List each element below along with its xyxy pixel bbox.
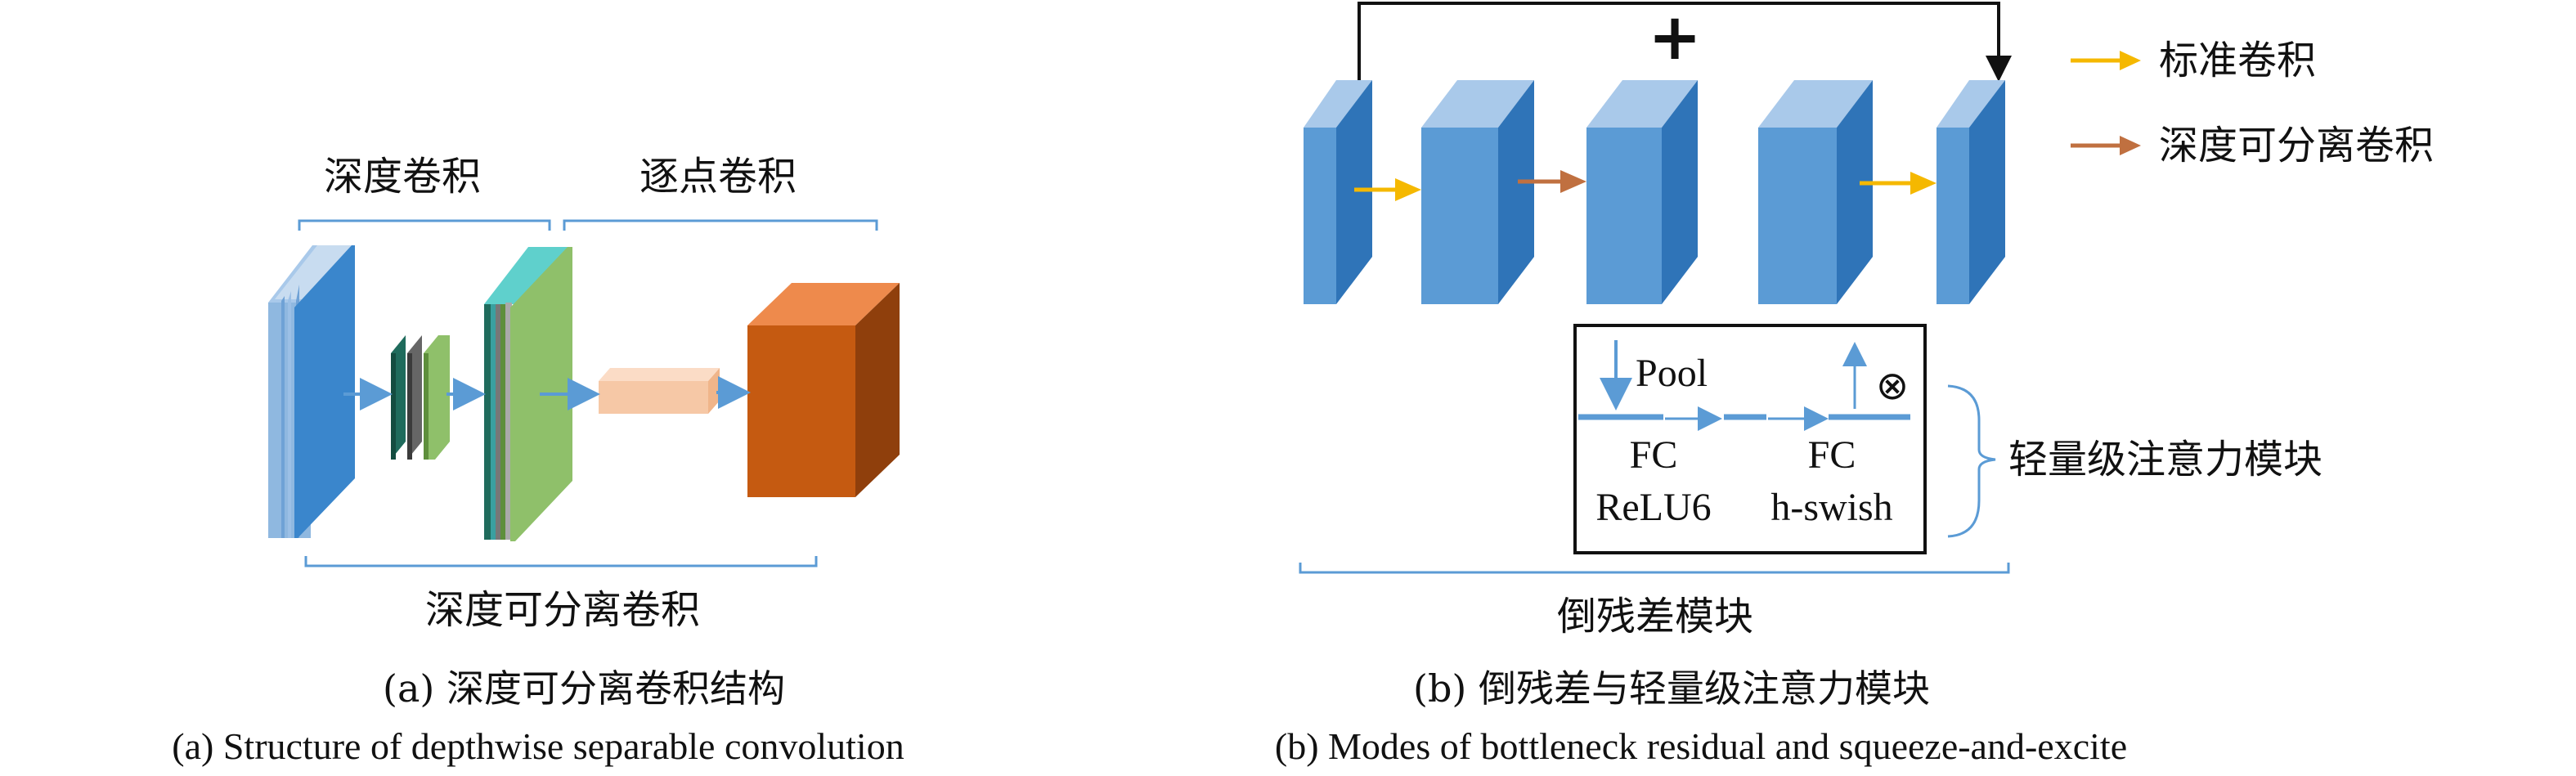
pointwise-bracket — [563, 219, 878, 231]
se-act2-label: h-swish — [1770, 486, 1892, 529]
pointwise-label: 逐点卷积 — [640, 154, 797, 200]
layer-block-1 — [1304, 80, 1372, 304]
depthwise-label: 深度卷积 — [324, 154, 481, 200]
legend: 标准卷积 深度可分离卷积 — [2071, 38, 2434, 168]
legend-label-separable-conv: 深度可分离卷积 — [2159, 123, 2434, 168]
legend-item-standard-conv: 标准卷积 — [2071, 38, 2316, 83]
se-fc2-label: FC — [1808, 433, 1856, 477]
se-pool-label: Pool — [1636, 352, 1708, 395]
caption-b-en: (b) Modes of bottleneck residual and squ… — [1275, 725, 2127, 767]
bottleneck-bracket — [1299, 563, 2010, 574]
skip-connection — [1358, 2, 2012, 82]
layer-block-2 — [1421, 80, 1534, 304]
depthwise-bracket — [298, 219, 551, 231]
output-cube — [747, 283, 900, 497]
pointwise-kernel — [599, 368, 720, 414]
se-fc1-label: FC — [1630, 433, 1678, 477]
depthwise-kernels — [391, 335, 450, 460]
separable-label: 深度可分离卷积 — [425, 587, 700, 633]
caption-a-cn: (a) 深度可分离卷积结构 — [383, 666, 785, 711]
se-act1-label: ReLU6 — [1595, 486, 1711, 529]
arrow-separable-conv — [1518, 170, 1586, 193]
se-multiply-symbol: ⊗ — [1876, 363, 1909, 409]
layer-block-3 — [1586, 80, 1698, 304]
panel-b: + — [1275, 1, 2434, 767]
layer-block-5 — [1936, 80, 2005, 304]
se-module-box: Pool ⊗ FC FC ReLU6 h-swish — [1573, 324, 1927, 554]
legend-item-separable-conv: 深度可分离卷积 — [2071, 123, 2434, 168]
input-feature-stack — [268, 245, 355, 538]
layer-block-4 — [1758, 80, 1873, 304]
se-module-label: 轻量级注意力模块 — [2008, 437, 2322, 482]
panel-a: 深度卷积 逐点卷积 — [172, 154, 904, 767]
plus-symbol: + — [1648, 1, 1701, 74]
panel-a-arrows — [343, 376, 751, 410]
legend-label-standard-conv: 标准卷积 — [2159, 38, 2316, 83]
caption-a-en: (a) Structure of depthwise separable con… — [172, 725, 904, 767]
bottleneck-label: 倒残差模块 — [1557, 594, 1753, 639]
caption-b-cn: (b) 倒残差与轻量级注意力模块 — [1413, 666, 1930, 711]
arrow-standard-conv-2 — [1860, 172, 1936, 195]
arrow-standard-conv-1 — [1354, 178, 1421, 201]
se-curly-bracket — [1947, 384, 1996, 538]
separable-bracket — [304, 556, 818, 567]
